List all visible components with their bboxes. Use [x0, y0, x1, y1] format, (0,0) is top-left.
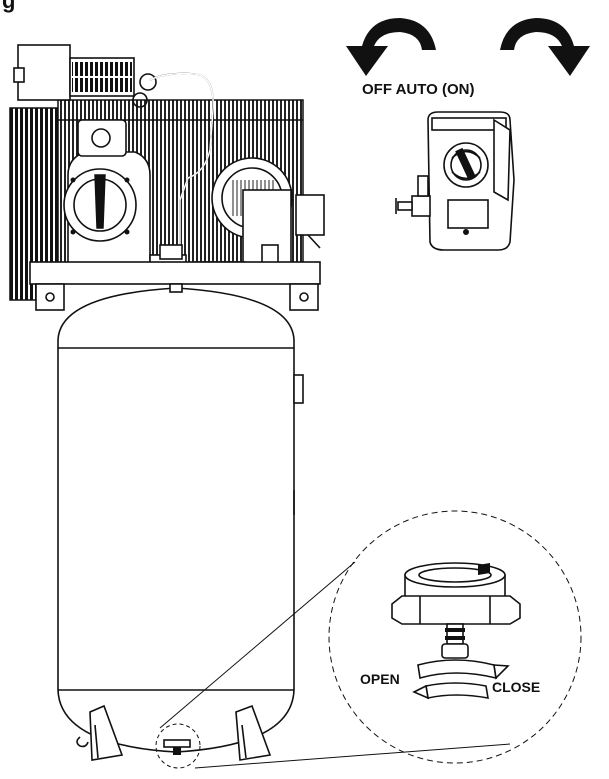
base-plate — [29, 261, 321, 285]
figure-letter: g — [2, 0, 15, 13]
drain-valve-detail — [328, 510, 582, 764]
curved-arrow-right-icon — [500, 18, 590, 76]
air-tank — [57, 283, 304, 753]
curved-arrow-left-icon — [346, 18, 436, 76]
pressure-switch-detail — [395, 111, 515, 251]
tank-feet — [76, 704, 272, 761]
open-arrow-icon — [417, 659, 497, 680]
pump-head-fins — [72, 62, 132, 92]
drain-open-label: OPEN — [360, 671, 400, 687]
drain-valve-location — [155, 723, 201, 769]
drain-close-label: CLOSE — [492, 679, 540, 695]
pressure-switch-positions-label: OFF AUTO (ON) — [362, 81, 475, 98]
close-arrow-icon — [425, 682, 489, 699]
electric-motor — [211, 157, 325, 276]
compressor-unit — [9, 44, 325, 311]
